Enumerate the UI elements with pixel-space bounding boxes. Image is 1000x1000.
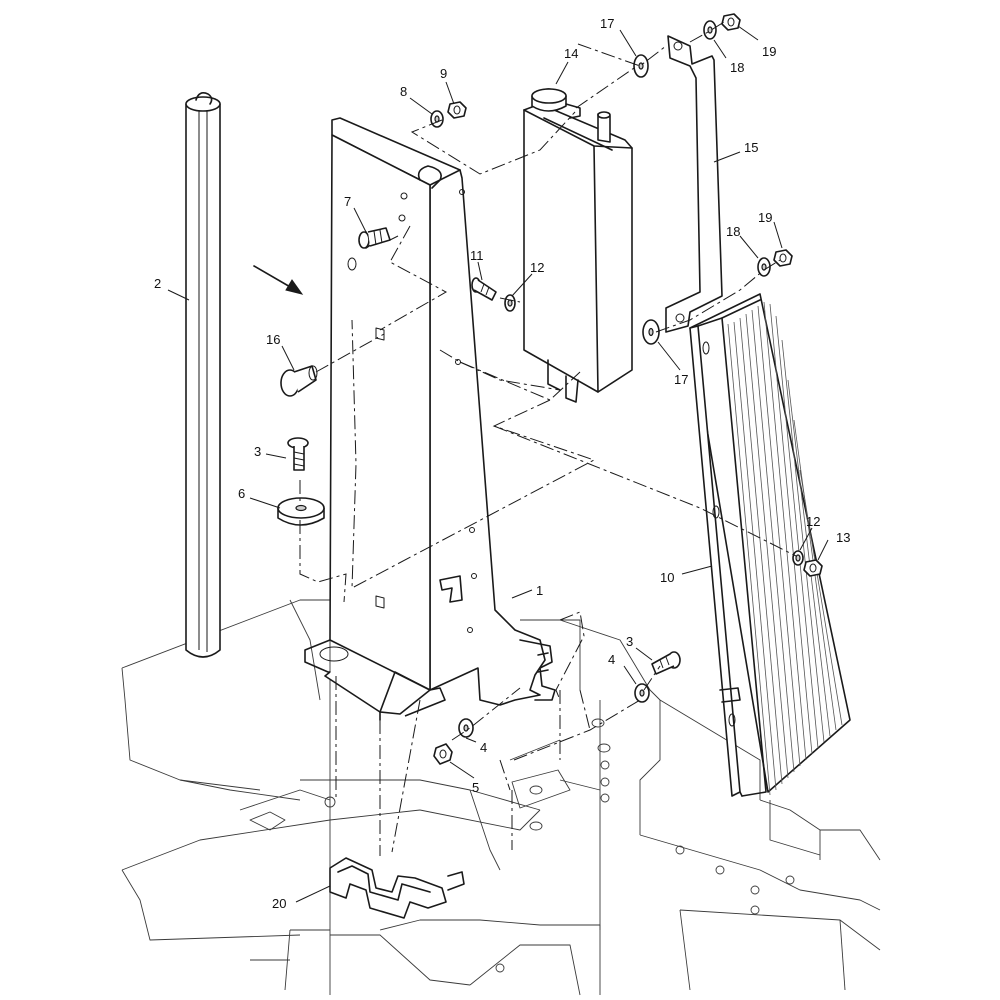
callout-3-upper: 3 xyxy=(254,444,261,459)
bolt-part-7 xyxy=(358,227,391,249)
callout-labels: 1 2 3 3 4 4 5 6 7 8 9 10 11 12 12 13 14 … xyxy=(154,16,850,911)
reservoir-tank-part-14 xyxy=(523,88,633,403)
callout-2: 2 xyxy=(154,276,161,291)
callout-10: 10 xyxy=(660,570,674,585)
fasteners xyxy=(277,13,823,765)
callout-3-lower: 3 xyxy=(626,634,633,649)
callout-13: 13 xyxy=(836,530,850,545)
assembly-dash-lines xyxy=(299,21,797,856)
screw-part-3-lower xyxy=(651,651,681,675)
nut-part-9 xyxy=(447,101,467,119)
callout-17-lower: 17 xyxy=(674,372,688,387)
washer-part-6 xyxy=(277,497,325,526)
callout-4-center: 4 xyxy=(480,740,487,755)
chassis-background xyxy=(121,599,881,996)
callout-7: 7 xyxy=(344,194,351,209)
plug-part-16 xyxy=(280,365,318,397)
nut-part-19-upper xyxy=(721,13,741,31)
bolt-part-11 xyxy=(471,277,497,301)
callout-5: 5 xyxy=(472,780,479,795)
callout-11: 11 xyxy=(470,248,484,263)
callout-4-right: 4 xyxy=(608,652,615,667)
callout-9: 9 xyxy=(440,66,447,81)
callout-15: 15 xyxy=(744,140,758,155)
washer-part-4-right xyxy=(634,683,650,703)
strap-part-15 xyxy=(665,35,723,333)
callout-8: 8 xyxy=(400,84,407,99)
callout-12-lower: 12 xyxy=(806,514,820,529)
callout-19-lower: 19 xyxy=(758,210,772,225)
callout-18-lower: 18 xyxy=(726,224,740,239)
callout-12-upper: 12 xyxy=(530,260,544,275)
nut-part-13 xyxy=(803,559,823,577)
nut-part-19-lower xyxy=(773,249,793,267)
clip-part-20 xyxy=(329,857,465,919)
screw-part-3-upper xyxy=(287,437,309,471)
washer-part-12-upper xyxy=(504,294,516,312)
washer-part-8 xyxy=(430,110,444,128)
callout-19-upper: 19 xyxy=(762,44,776,59)
callout-20: 20 xyxy=(272,896,286,911)
callout-1: 1 xyxy=(536,583,543,598)
washer-part-17-upper xyxy=(633,54,649,78)
nut-part-5 xyxy=(433,743,453,765)
callout-14: 14 xyxy=(564,46,578,61)
washer-part-18-lower xyxy=(757,257,771,277)
tube-part-2 xyxy=(185,92,221,658)
callout-18-upper: 18 xyxy=(730,60,744,75)
bracket-panel-part-1 xyxy=(304,117,556,721)
washer-part-17-lower xyxy=(642,319,660,345)
panel-hatching xyxy=(727,301,843,796)
callout-16: 16 xyxy=(266,332,280,347)
washer-part-18-upper xyxy=(703,20,717,40)
hatched-panel-part-10 xyxy=(689,293,851,797)
callout-17-upper: 17 xyxy=(600,16,614,31)
washer-part-12-lower xyxy=(792,550,804,566)
callout-6: 6 xyxy=(238,486,245,501)
direction-arrow xyxy=(253,265,304,295)
leader-lines xyxy=(167,25,829,903)
